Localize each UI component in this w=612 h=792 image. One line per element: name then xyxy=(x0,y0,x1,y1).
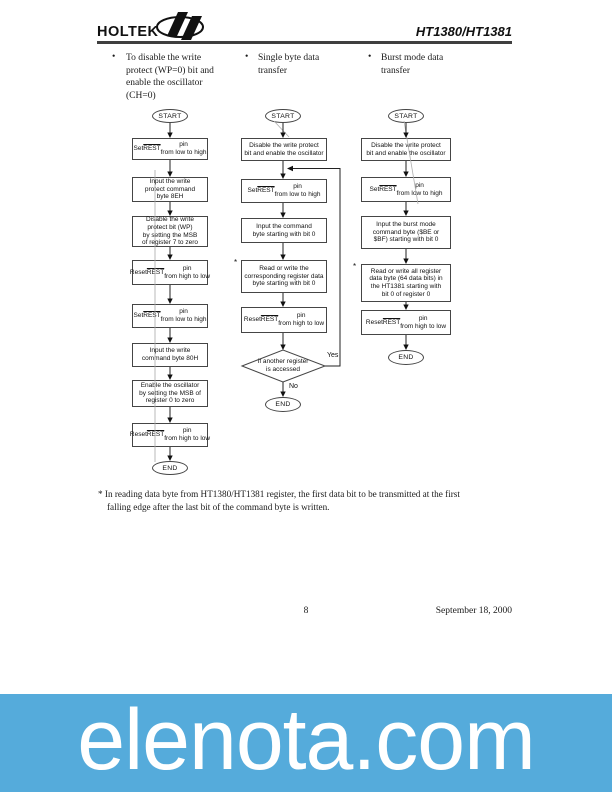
bullet-marker: • xyxy=(245,52,249,62)
asterisk-note-marker: * xyxy=(234,258,238,267)
footnote: * In reading data byte from HT1380/HT138… xyxy=(98,489,460,513)
yes-label: Yes xyxy=(327,352,339,359)
start-terminal: START xyxy=(388,109,424,123)
page-title: HT1380/HT1381 xyxy=(415,24,512,39)
no-label: No xyxy=(289,383,298,390)
end-terminal: END xyxy=(152,461,188,475)
banner-link-text[interactable]: elenota.com xyxy=(77,692,536,788)
end-terminal: END xyxy=(265,397,301,412)
footer-date: September 18, 2000 xyxy=(435,606,512,616)
watermark-banner[interactable]: elenota.com xyxy=(0,694,612,792)
holtek-logo-icon xyxy=(155,9,207,49)
bullet-marker: • xyxy=(112,52,116,62)
end-terminal: END xyxy=(388,350,424,365)
page-number: 8 xyxy=(303,606,309,616)
start-terminal: START xyxy=(265,109,301,123)
header-rule xyxy=(97,41,512,44)
start-terminal: START xyxy=(152,109,188,123)
holtek-logo-text: HOLTEK xyxy=(97,24,159,40)
bullet-marker: • xyxy=(368,52,372,62)
asterisk-note-marker: * xyxy=(353,262,357,271)
